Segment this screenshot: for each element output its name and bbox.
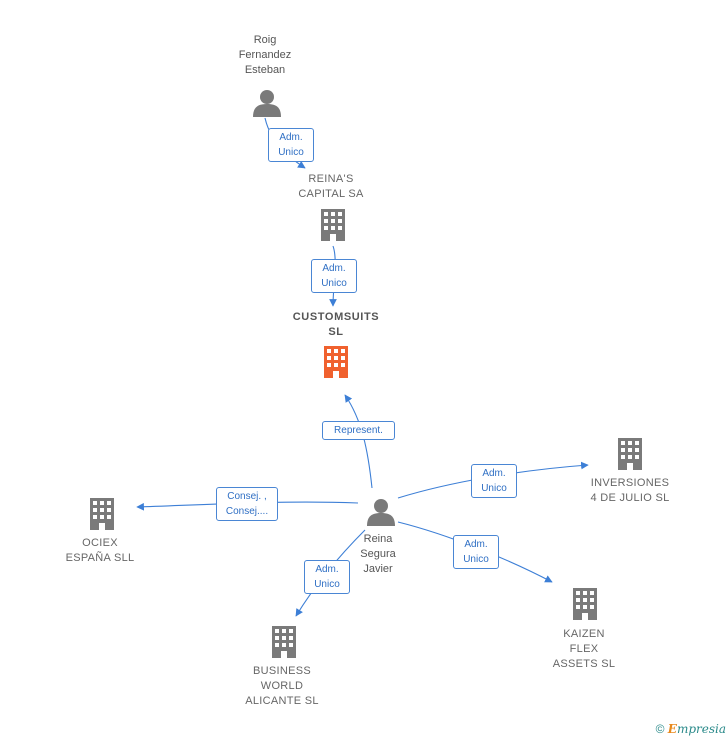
edge-reina-customsuits bbox=[344, 394, 373, 489]
edge-label-reina-business[interactable]: Adm. Unico bbox=[304, 560, 350, 594]
edge-label-roig-reinas[interactable]: Adm. Unico bbox=[268, 128, 314, 162]
node-label-reina-segura[interactable]: Reina Segura Javier bbox=[360, 533, 396, 575]
node-label-roig[interactable]: Roig Fernandez Esteban bbox=[238, 34, 292, 76]
brand-logo: Empresia bbox=[667, 722, 726, 736]
building-icon-focus[interactable] bbox=[324, 346, 348, 378]
building-icon[interactable] bbox=[618, 438, 642, 470]
edge-label-reina-customsuits[interactable]: Represent. bbox=[322, 421, 395, 440]
person-icon[interactable] bbox=[367, 499, 395, 526]
node-label-kaizen[interactable]: KAIZEN FLEX ASSETS SL bbox=[552, 628, 616, 670]
edge-label-reina-ociex[interactable]: Consej. , Consej.... bbox=[216, 487, 278, 521]
brand-footer: © Empresia bbox=[656, 722, 726, 736]
node-label-reinas-capital[interactable]: REINA'S CAPITAL SA bbox=[298, 173, 364, 200]
node-label-ociex[interactable]: OCIEX ESPAÑA SLL bbox=[65, 537, 135, 564]
copyright-symbol: © bbox=[655, 722, 665, 736]
node-label-inversiones[interactable]: INVERSIONES 4 DE JULIO SL bbox=[590, 477, 670, 504]
edge-label-reina-kaizen[interactable]: Adm. Unico bbox=[453, 535, 499, 569]
node-label-business-world[interactable]: BUSINESS WORLD ALICANTE SL bbox=[245, 665, 319, 707]
building-icon[interactable] bbox=[272, 626, 296, 658]
building-icon[interactable] bbox=[90, 498, 114, 530]
edge-label-reinas-customsuits[interactable]: Adm. Unico bbox=[311, 259, 357, 293]
node-label-customsuits[interactable]: CUSTOMSUITS SL bbox=[292, 311, 380, 338]
edge-label-reina-inversiones[interactable]: Adm. Unico bbox=[471, 464, 517, 498]
building-icon[interactable] bbox=[573, 588, 597, 620]
person-icon[interactable] bbox=[253, 90, 281, 117]
building-icon[interactable] bbox=[321, 209, 345, 241]
